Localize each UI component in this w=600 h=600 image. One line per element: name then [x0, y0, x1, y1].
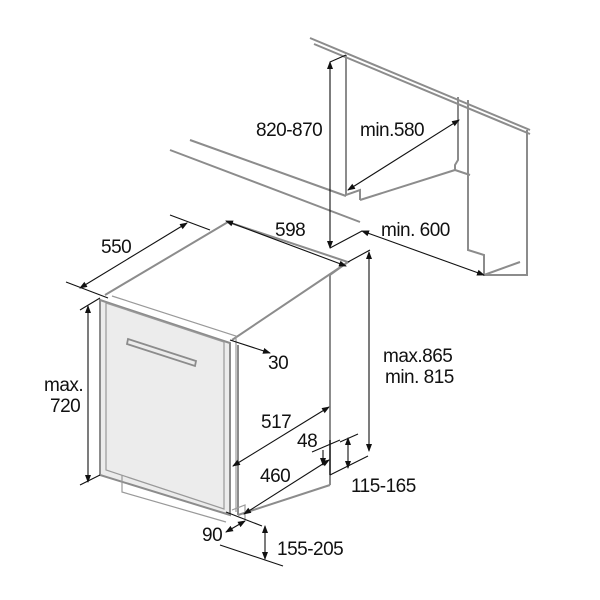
niche-depth-label: min.580 [360, 120, 424, 141]
appliance-height-min-label: min. 815 [385, 367, 454, 388]
plinth-depth-517-label: 517 [261, 412, 291, 433]
appliance-width-label: 598 [275, 220, 305, 241]
door-height-label-line2: 720 [50, 396, 80, 417]
plinth-offset-label: 90 [202, 525, 222, 546]
plinth-height-155-label: 155-205 [277, 539, 343, 560]
niche-outline [169, 37, 531, 276]
plinth-gap-label: 48 [297, 431, 317, 452]
plinth-depth-460-label: 460 [260, 466, 290, 487]
door-height-label-line1: max. [44, 375, 83, 396]
appliance-height-max-label: max.865 [383, 346, 452, 367]
plinth-height-115-label: 115-165 [351, 476, 416, 497]
appliance-door [99, 295, 246, 523]
door-handle [125, 337, 198, 368]
dimension-lines [65, 54, 485, 567]
door-offset-label: 30 [268, 353, 288, 374]
appliance-depth-label: 550 [101, 237, 131, 258]
niche-width-label: min. 600 [381, 220, 450, 241]
niche-height-label: 820-870 [256, 120, 322, 141]
